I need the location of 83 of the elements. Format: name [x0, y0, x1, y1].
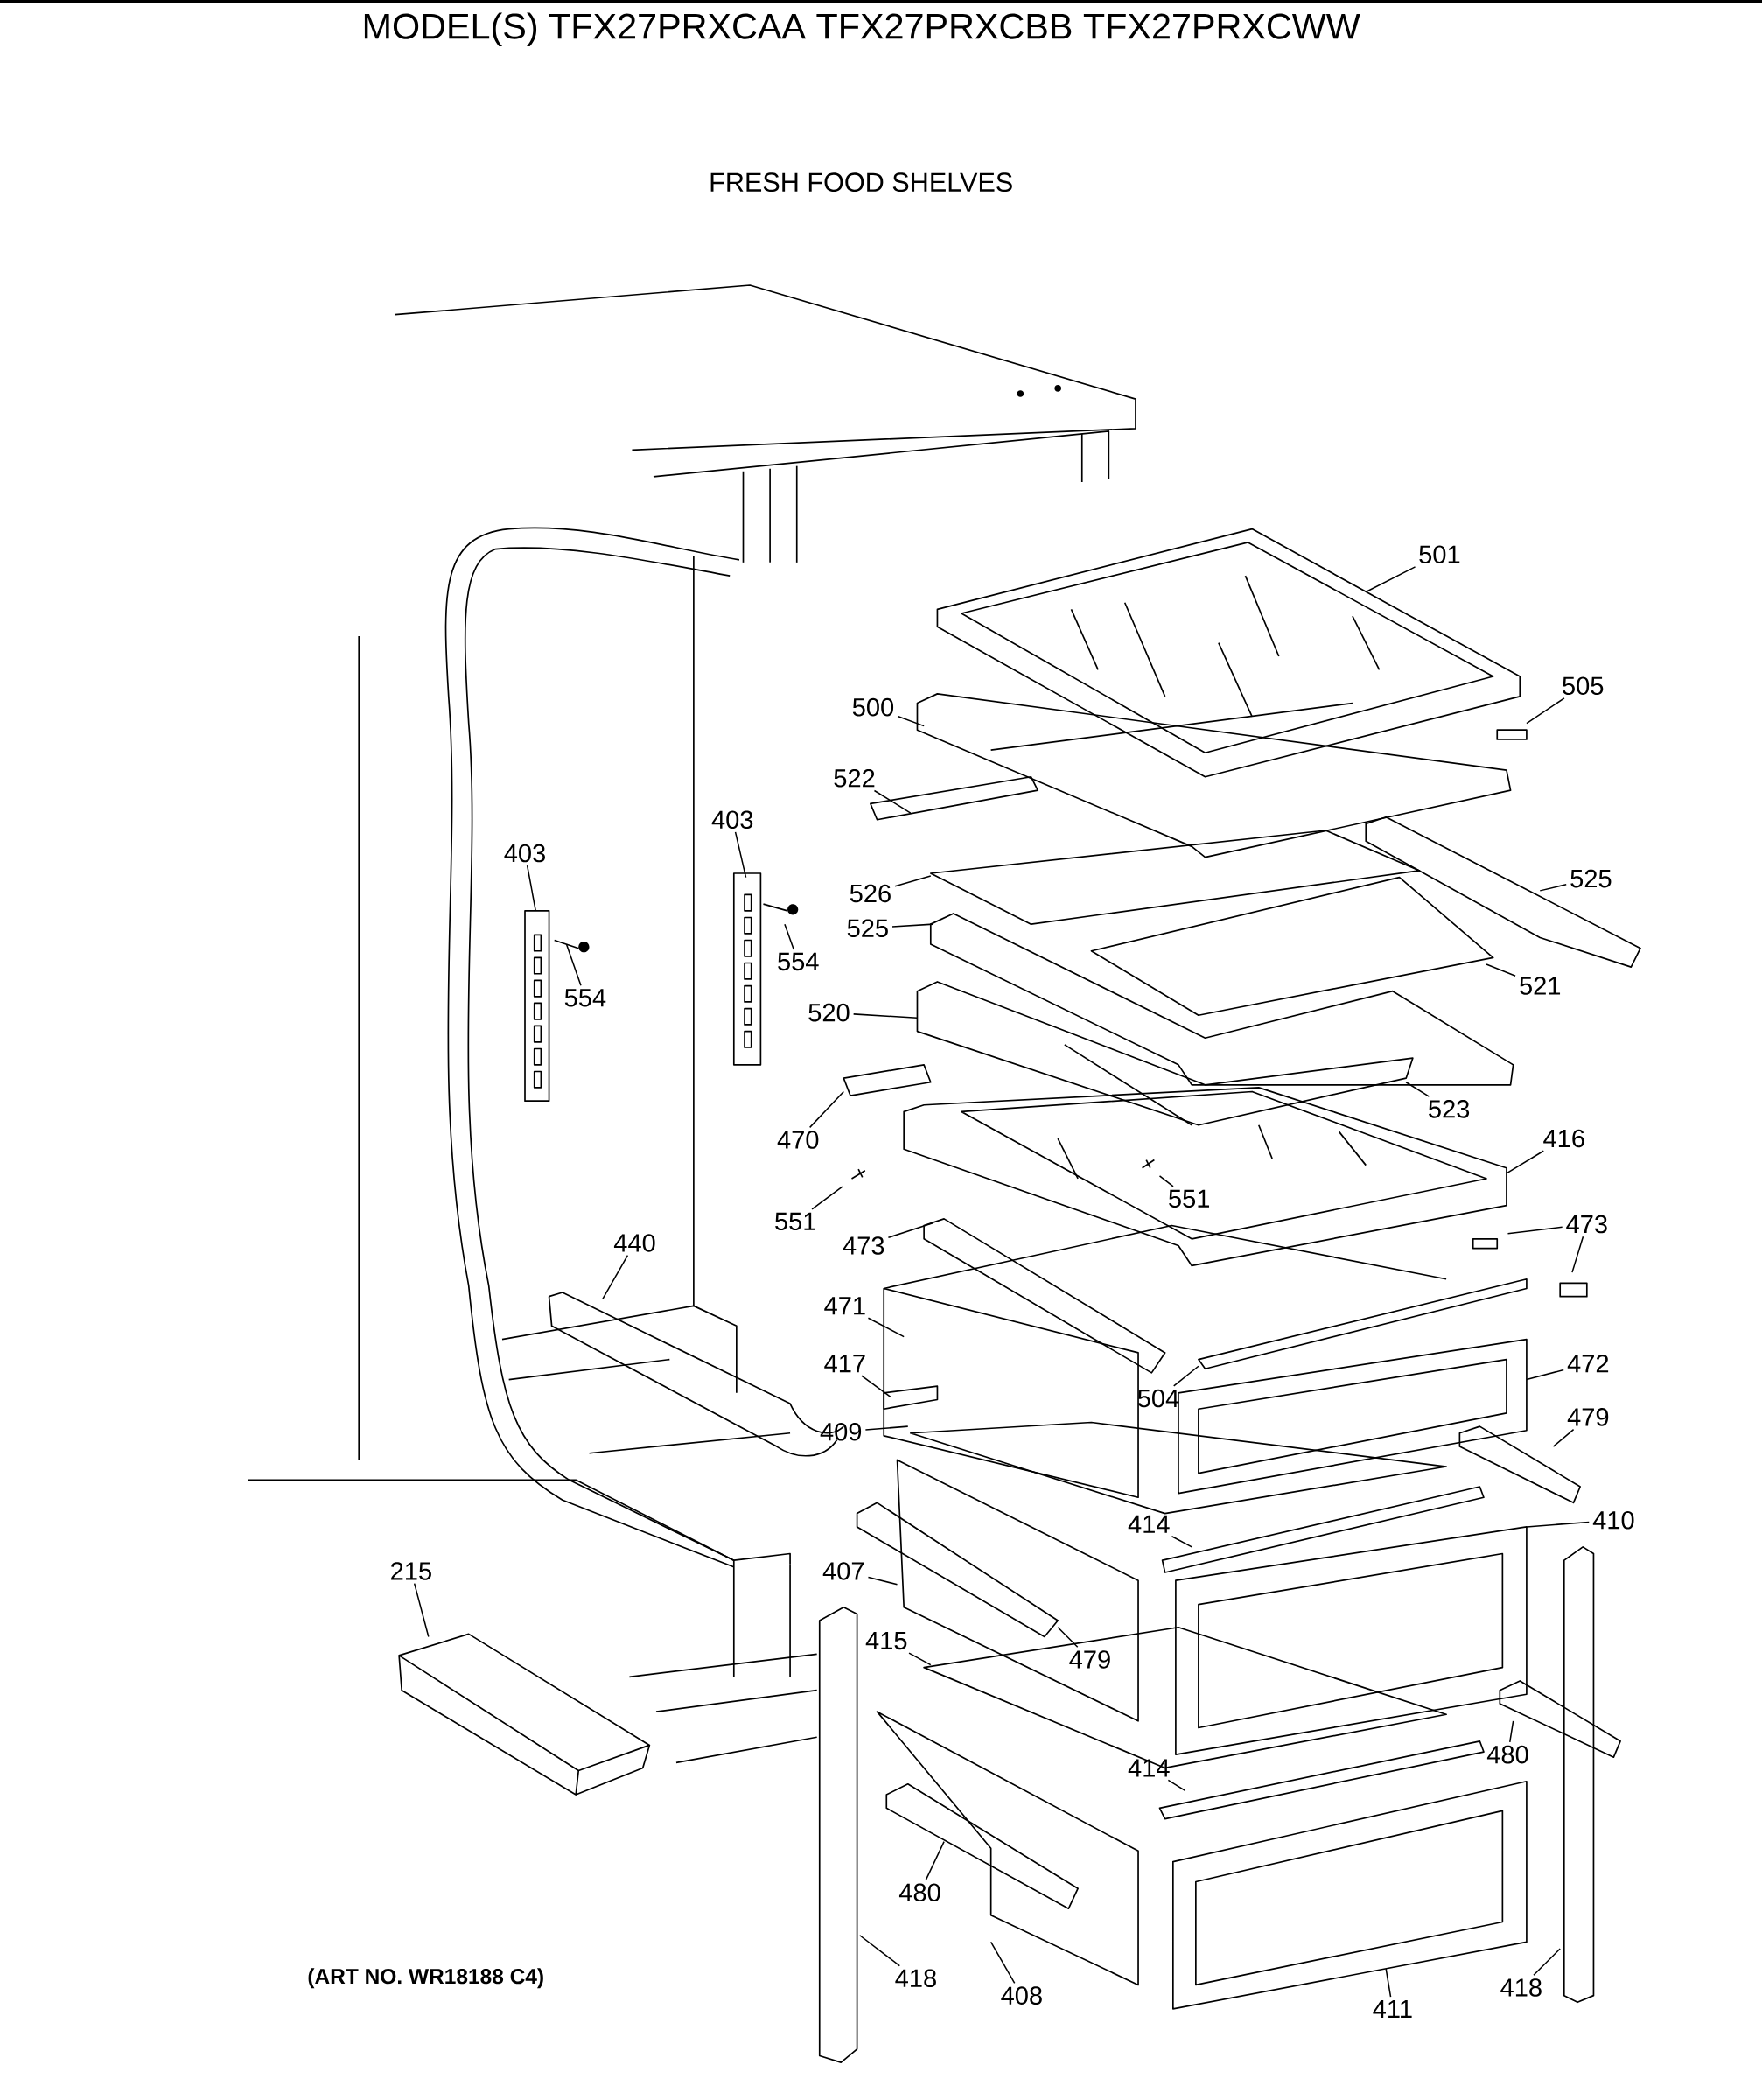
leader-line [1167, 1779, 1186, 1792]
leader-line [1526, 697, 1565, 724]
callout-number: 551 [1168, 1189, 1209, 1208]
leader-line [891, 923, 934, 928]
leader-line [1526, 1521, 1590, 1528]
callout-number: 480 [898, 1883, 940, 1902]
leader-line [1571, 1236, 1584, 1273]
leader-line [925, 1840, 945, 1881]
callout-number: 410 [1592, 1510, 1634, 1530]
leader-line [873, 789, 912, 814]
leader-line [1486, 963, 1516, 977]
callout-number: 418 [895, 1969, 936, 1988]
callout-number: 215 [390, 1562, 431, 1580]
callout-number: 403 [711, 810, 753, 830]
leader-line [1507, 1226, 1563, 1235]
callout-number: 416 [1543, 1129, 1584, 1148]
callout-number: 472 [1567, 1354, 1608, 1373]
callout-number: 408 [1001, 1986, 1042, 2005]
title: MODEL(S) TFX27PRXCAA TFX27PRXCBB TFX27PRXCWW [364, 12, 1360, 46]
callout-number: 525 [847, 919, 888, 938]
leader-line [860, 1375, 891, 1398]
leader-line [989, 1941, 1016, 1984]
leader-line [897, 715, 925, 727]
leader-line [894, 875, 932, 887]
callout-number: 520 [808, 1003, 850, 1022]
callout-number: 471 [824, 1297, 865, 1315]
callout-number: 525 [1570, 869, 1612, 888]
callout-number: 551 [774, 1212, 815, 1231]
leader-line [784, 923, 794, 950]
leader-line [526, 864, 536, 912]
callout-number: 415 [865, 1631, 907, 1650]
callout-number: 470 [777, 1130, 819, 1149]
callout-number: 522 [834, 769, 875, 788]
leader-line [1171, 1536, 1192, 1548]
leader-line [858, 1935, 900, 1967]
leader-line [734, 831, 747, 878]
callout-number: 479 [1069, 1650, 1110, 1669]
callout-number: 479 [1567, 1408, 1609, 1426]
leader-line [867, 1317, 905, 1338]
leader-line [1552, 1428, 1575, 1447]
leader-line [1508, 1720, 1514, 1743]
callout-number: 554 [564, 989, 606, 1007]
leader-line [1526, 1368, 1564, 1381]
callout-number: 414 [1128, 1515, 1170, 1533]
leader-line [1172, 1365, 1199, 1387]
callout-number: 403 [504, 844, 545, 863]
callout-number: 521 [1520, 976, 1560, 995]
leader-line [1385, 1968, 1392, 1998]
leader-line [1057, 1626, 1079, 1648]
leader-line [413, 1582, 430, 1638]
callout-number: 407 [822, 1562, 864, 1580]
leader-line [565, 943, 582, 987]
callout-number: 523 [1428, 1100, 1469, 1118]
art-number: (ART NO. WR18188 C4) [308, 1968, 543, 1989]
leader-line [601, 1254, 629, 1300]
leader-line [1158, 1175, 1174, 1187]
leader-line [1539, 884, 1567, 892]
callout-number: 473 [1566, 1214, 1607, 1234]
leader-line [864, 1425, 909, 1431]
leader-line [887, 1222, 934, 1239]
callout-number: 440 [613, 1234, 655, 1252]
callout-number: 418 [1500, 1978, 1542, 1997]
callout-number: 505 [1562, 676, 1604, 695]
callout-number: 501 [1419, 545, 1460, 564]
callout-number: 554 [778, 952, 819, 971]
leader-line [852, 1013, 919, 1019]
callout-number: 480 [1486, 1745, 1528, 1764]
callout-number: 411 [1373, 1999, 1412, 2018]
callout-number: 526 [850, 884, 891, 903]
leader-line [811, 1186, 843, 1210]
callout-number: 409 [820, 1422, 861, 1441]
callout-number: 473 [843, 1236, 884, 1255]
leader-line [1365, 566, 1416, 593]
callout-number: 500 [852, 697, 893, 717]
callout-number: 417 [824, 1354, 865, 1373]
leader-line [1405, 1082, 1430, 1097]
leader-line [1506, 1150, 1544, 1174]
subtitle: FRESH FOOD SHELVES [710, 172, 1012, 192]
leader-line [908, 1652, 932, 1666]
leader-line [1533, 1948, 1561, 1977]
leader-line [867, 1576, 898, 1586]
callout-number: 414 [1128, 1759, 1170, 1777]
leader-line [808, 1090, 844, 1129]
